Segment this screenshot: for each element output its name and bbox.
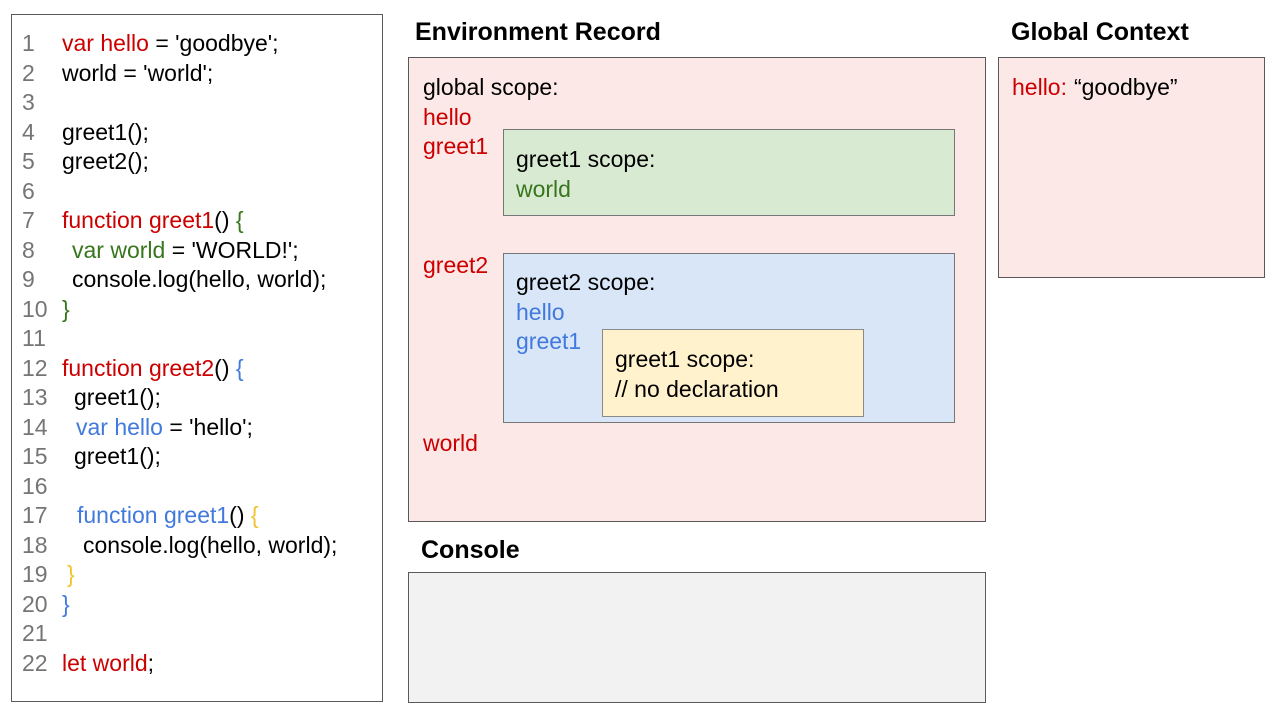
line-number: 3	[22, 89, 35, 115]
line-number: 7	[22, 207, 35, 233]
code-text: greet2();	[62, 148, 149, 174]
greet2-scope-box: greet2 scope: hello greet1 greet1 scope:…	[503, 253, 955, 423]
no-declaration-comment: // no declaration	[615, 375, 779, 402]
code-line: 13 greet1();	[12, 383, 382, 413]
code-text: var hello = 'hello';	[76, 413, 253, 440]
line-number: 21	[22, 620, 48, 646]
console-heading: Console	[421, 536, 520, 564]
code-line: 10}	[12, 295, 382, 325]
line-number: 14	[22, 413, 48, 440]
greet2-scope-var-hello: hello	[516, 298, 565, 325]
code-line: 18 console.log(hello, world);	[12, 531, 382, 561]
code-text: function greet1() {	[77, 502, 259, 528]
code-line: 7 function greet1() {	[12, 206, 382, 236]
code-panel: 1 var hello = 'goodbye'; 2 world = 'world';…	[11, 14, 383, 702]
code-line: 19}	[12, 560, 382, 590]
code-text: greet1();	[74, 443, 161, 469]
code-text: }	[67, 561, 75, 587]
code-line: 17 function greet1() {	[12, 501, 382, 531]
global-scope-label: global scope:	[423, 74, 559, 100]
line-number: 13	[22, 384, 48, 410]
line-number: 8	[22, 236, 35, 263]
global-var-greet1: greet1	[423, 133, 489, 159]
global-context-value: “goodbye”	[1073, 74, 1178, 100]
line-number: 10	[22, 295, 48, 322]
code-text: console.log(hello, world);	[83, 531, 338, 558]
code-text: greet1();	[74, 384, 161, 410]
code-line: 15 greet1();	[12, 442, 382, 472]
global-context-entry: hello:“goodbye”	[1012, 73, 1264, 103]
code-text: var hello = 'goodbye';	[62, 30, 279, 56]
code-line: 2 world = 'world';	[12, 59, 382, 89]
line-number: 20	[22, 590, 48, 617]
global-var-world: world	[423, 430, 478, 456]
environment-record-heading: Environment Record	[415, 18, 661, 46]
line-number: 18	[22, 531, 48, 558]
code-line: 4 greet1();	[12, 118, 382, 148]
global-context-key: hello:	[1012, 74, 1067, 100]
environment-record-box: global scope: hello greet1 greet2 world …	[408, 57, 986, 522]
code-text: function greet2() {	[62, 354, 244, 381]
code-text: world = 'world';	[62, 59, 214, 86]
code-text: greet1();	[62, 118, 149, 145]
global-var-hello: hello	[423, 104, 472, 130]
code-text: let world;	[62, 649, 155, 676]
global-context-box: hello:“goodbye”	[998, 57, 1265, 278]
code-text: console.log(hello, world);	[72, 266, 327, 292]
greet1-scope-var-world: world	[516, 175, 571, 202]
inner-greet1-scope-box: greet1 scope: // no declaration	[602, 329, 864, 417]
code-line: 14 var hello = 'hello';	[12, 413, 382, 443]
code-text: }	[62, 295, 70, 322]
greet2-scope-var-greet1: greet1	[516, 328, 582, 354]
line-number: 5	[22, 148, 35, 174]
code-line: 3	[12, 88, 382, 118]
code-line: 5 greet2();	[12, 147, 382, 177]
code-text: var world = 'WORLD!';	[72, 236, 299, 263]
code-line: 12 function greet2() {	[12, 354, 382, 384]
line-number: 6	[22, 177, 35, 204]
line-number: 19	[22, 561, 48, 587]
code-line: 16	[12, 472, 382, 502]
greet2-scope-label: greet2 scope:	[516, 269, 656, 295]
line-number: 4	[22, 118, 35, 145]
code-line: 20}	[12, 590, 382, 620]
inner-greet1-scope-label: greet1 scope:	[615, 346, 755, 372]
line-number: 16	[22, 472, 48, 499]
code-line: 22 let world;	[12, 649, 382, 679]
greet1-scope-label: greet1 scope:	[516, 146, 656, 172]
code-text: function greet1() {	[62, 207, 244, 233]
code-line: 9 console.log(hello, world);	[12, 265, 382, 295]
greet1-scope-box: greet1 scope: world	[503, 129, 955, 216]
line-number: 11	[22, 325, 46, 351]
line-number: 22	[22, 649, 48, 676]
line-number: 2	[22, 59, 35, 86]
code-line: 6	[12, 177, 382, 207]
line-number: 15	[22, 443, 48, 469]
code-line: 11	[12, 324, 382, 354]
line-number: 17	[22, 502, 48, 528]
code-line: 8 var world = 'WORLD!';	[12, 236, 382, 266]
global-context-heading: Global Context	[1011, 18, 1189, 46]
global-var-greet2: greet2	[423, 252, 489, 278]
code-text: }	[62, 590, 70, 617]
line-number: 12	[22, 354, 48, 381]
code-line: 1 var hello = 'goodbye';	[12, 29, 382, 59]
code-line: 21	[12, 619, 382, 649]
line-number: 1	[22, 30, 35, 56]
line-number: 9	[22, 266, 35, 292]
console-output-box	[408, 572, 986, 703]
